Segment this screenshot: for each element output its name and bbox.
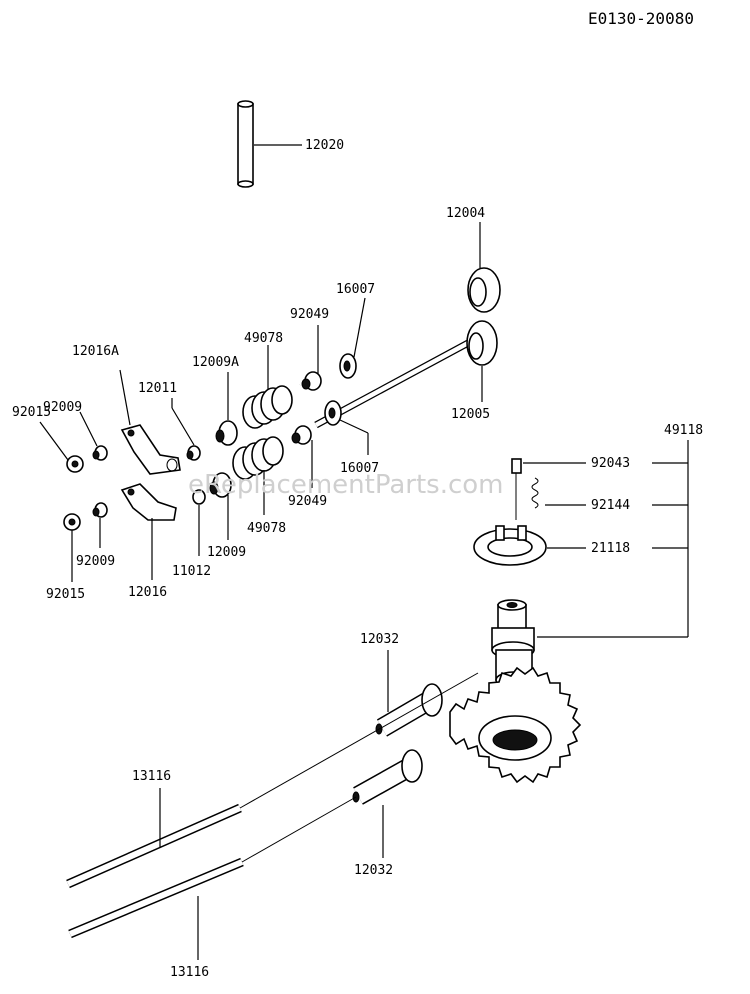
callout-12011[interactable]: 12011 [138,381,177,396]
tappet-12032-bottom-drawing [352,749,423,805]
callout-92009-bottom[interactable]: 92009 [76,554,115,569]
guide-12009-drawing [209,472,232,498]
callout-12020[interactable]: 12020 [305,138,344,153]
retainer-16007-top-drawing [339,353,357,379]
spring-49078-top-drawing [242,385,293,429]
watermark: eReplacementParts.com [188,470,504,500]
callout-92015-top[interactable]: 92015 [12,405,51,420]
callout-12004[interactable]: 12004 [446,206,485,221]
callout-12032-bottom[interactable]: 12032 [354,863,393,878]
retainer-16007-bottom-drawing [324,400,342,426]
callout-13116-top[interactable]: 13116 [132,769,171,784]
callout-12009A[interactable]: 12009A [192,355,239,370]
callout-92043[interactable]: 92043 [591,456,630,471]
callout-16007-top[interactable]: 16007 [336,282,375,297]
spring-49078-bottom-drawing [232,436,284,480]
callout-92015-bottom[interactable]: 92015 [46,587,85,602]
nut-92015-bottom-drawing [63,513,81,531]
callout-21118[interactable]: 21118 [591,541,630,556]
diagram-code: E0130-20080 [588,9,694,28]
spring-92144-drawing [531,477,539,509]
nut-92015-top-drawing [66,455,84,473]
callout-12009[interactable]: 12009 [207,545,246,560]
tappet-12032-top-drawing [375,683,443,737]
callout-12016[interactable]: 12016 [128,585,167,600]
callout-12016A[interactable]: 12016A [72,344,119,359]
pin-92043-drawing [511,458,522,520]
callout-92049-bottom[interactable]: 92049 [288,494,327,509]
guide-12009A-drawing [215,420,238,446]
part-12020-pin-drawing [237,100,254,188]
governor-21118-drawing [473,525,547,566]
camshaft-drawing [449,599,582,784]
collar-92049-top-drawing [301,371,322,391]
nut-12011-drawing [186,445,201,461]
callout-16007-bottom[interactable]: 16007 [340,461,379,476]
callout-13116-bottom[interactable]: 13116 [170,965,209,980]
callout-49078-bottom[interactable]: 49078 [247,521,286,536]
callout-92049-top[interactable]: 92049 [290,307,329,322]
nut-11012-drawing [192,489,206,505]
callout-49078-top[interactable]: 49078 [244,331,283,346]
bolt-92009-top-drawing [92,445,108,461]
callout-11012[interactable]: 11012 [172,564,211,579]
callout-92009-top[interactable]: 92009 [43,400,82,415]
callout-92144[interactable]: 92144 [591,498,630,513]
intake-valve-drawing [298,267,501,387]
push-rod-13116-bottom-drawing [68,796,357,939]
callout-49118[interactable]: 49118 [664,423,703,438]
callout-12032-top[interactable]: 12032 [360,632,399,647]
push-rod-13116-top-drawing [66,672,479,889]
rocker-arm-12016A-drawing [120,424,181,475]
callout-12005[interactable]: 12005 [451,407,490,422]
collar-92049-bottom-drawing [291,425,312,445]
bolt-92009-bottom-drawing [92,502,108,518]
rocker-arm-12016-drawing [120,483,177,521]
